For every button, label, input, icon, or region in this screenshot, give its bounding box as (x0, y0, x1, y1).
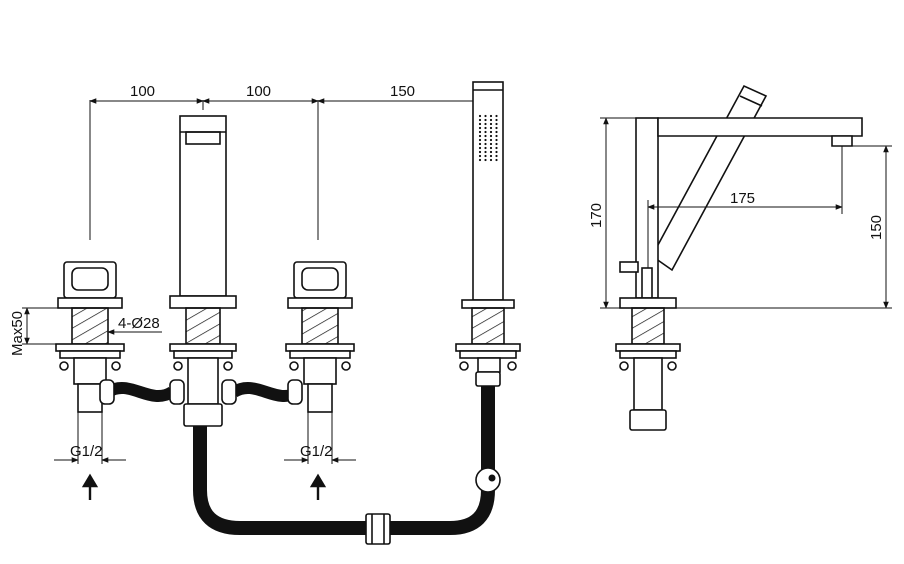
side-outlet-dimension: 150 (676, 145, 892, 309)
dim-hole-diameter: 4-Ø28 (118, 315, 160, 332)
nozzle-dot (495, 134, 498, 138)
shower-hose (193, 386, 501, 545)
nozzle-dot (495, 126, 498, 130)
nozzle-dot (495, 158, 498, 162)
nozzle-dot (495, 142, 498, 146)
nozzle-dot (478, 126, 482, 130)
arrow-up-icon (81, 473, 99, 500)
nozzle-dot (489, 126, 493, 130)
nozzle-dot (495, 146, 498, 150)
nozzle-dot (478, 150, 482, 154)
nozzle-dot (478, 158, 482, 162)
dim-side-reach: 175 (730, 190, 755, 207)
nozzle-dot (495, 150, 498, 154)
nozzle-dot (489, 118, 493, 122)
nozzle-dot (495, 114, 498, 118)
nozzle-dot (484, 134, 487, 138)
nozzle-dot (484, 158, 487, 162)
dim-side-height: 170 (588, 203, 605, 228)
side-reach-dimension: 175 (647, 146, 843, 268)
connector-hoses (99, 379, 303, 405)
nozzle-dot (489, 146, 493, 150)
thread-left: G1/2 (54, 412, 126, 500)
nozzle-dot (484, 130, 487, 134)
nozzle-dot (478, 138, 482, 142)
nozzle-dot (478, 118, 482, 122)
nozzle-dot (484, 154, 487, 158)
dim-side-outlet: 150 (868, 215, 885, 240)
nozzle-dot (478, 154, 482, 158)
thread-right: G1/2 (284, 412, 356, 500)
nozzle-dot (489, 154, 493, 158)
arrow-up-icon (309, 473, 327, 500)
right-valve (285, 261, 355, 413)
nozzle-dot (478, 146, 482, 150)
nozzle-dot (489, 158, 493, 162)
nozzle-dot (478, 134, 482, 138)
nozzle-dot (484, 142, 487, 146)
top-dimension-chain: 100 100 150 (89, 83, 490, 240)
dim-thread-left: G1/2 (70, 443, 103, 460)
left-valve (55, 261, 125, 413)
hand-shower (455, 81, 521, 387)
nozzle-dot (484, 150, 487, 154)
front-view: 100 100 150 (9, 81, 521, 545)
nozzle-dot (484, 118, 487, 122)
side-height-dimension: 170 (588, 117, 636, 309)
nozzle-dot (489, 114, 493, 118)
nozzle-dot (495, 130, 498, 134)
max-thickness-dimension: Max50 (9, 307, 74, 356)
nozzle-dot (489, 122, 493, 126)
nozzle-dot (484, 126, 487, 130)
dim-max-thickness: Max50 (9, 311, 26, 356)
nozzle-dot (478, 114, 482, 118)
nozzle-dot (495, 154, 498, 158)
nozzle-dot (478, 142, 482, 146)
nozzle-dot (489, 134, 493, 138)
nozzle-dot (489, 138, 493, 142)
nozzle-dot (489, 142, 493, 146)
side-view: 170 175 150 (588, 84, 892, 431)
nozzle-dot (495, 122, 498, 126)
nozzle-dot (489, 130, 493, 134)
nozzle-dot (484, 114, 487, 118)
nozzle-dot (484, 146, 487, 150)
dim-spacing-right: 150 (390, 83, 415, 100)
nozzle-dot (489, 150, 493, 154)
dim-spacing-left: 100 (130, 83, 155, 100)
shower-nozzles (478, 114, 498, 162)
dim-spacing-mid: 100 (246, 83, 271, 100)
spout (169, 115, 237, 427)
nozzle-dot (495, 138, 498, 142)
nozzle-dot (495, 118, 498, 122)
nozzle-dot (484, 138, 487, 142)
nozzle-dot (478, 122, 482, 126)
nozzle-dot (478, 130, 482, 134)
dim-thread-right: G1/2 (300, 443, 333, 460)
hole-diameter-callout: 4-Ø28 (107, 315, 162, 335)
nozzle-dot (484, 122, 487, 126)
